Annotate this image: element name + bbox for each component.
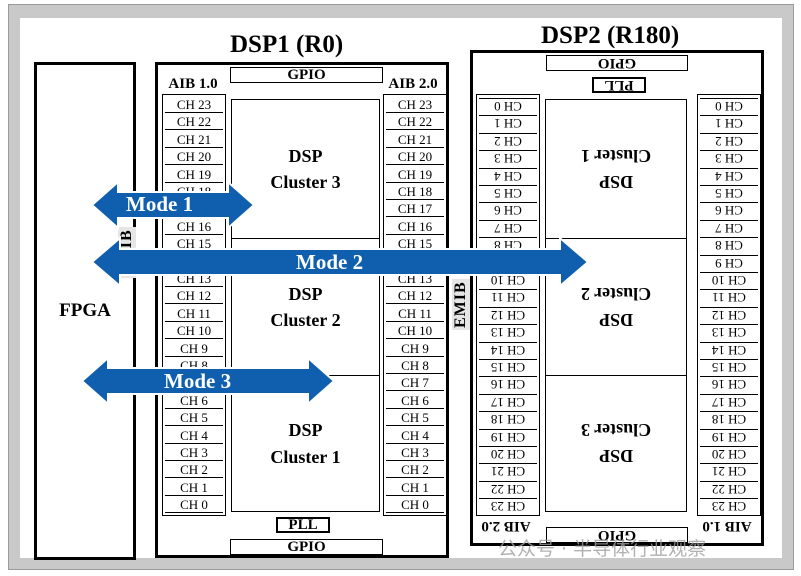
dsp1-gpio-top: GPIO xyxy=(230,67,383,83)
dsp1-aib-right-channel: CH 1 xyxy=(386,480,444,496)
dsp2-aib-left-column: CH 0CH 1CH 2CH 3CH 4CH 5CH 6CH 7CH 8CH 9… xyxy=(476,94,540,516)
dsp1-aib-right-channel: CH 17 xyxy=(386,202,444,218)
dsp1-aib-left-channel: CH 12 xyxy=(165,289,223,305)
dsp1-aib-right-channel: CH 2 xyxy=(386,463,444,479)
dsp1-cluster-1: DSP Cluster 1 xyxy=(231,375,380,512)
dsp1-aib-left-channel: CH 1 xyxy=(165,480,223,496)
dsp1-aib-left-channel: CH 20 xyxy=(165,150,223,166)
dsp1-title: DSP1 (R0) xyxy=(230,31,344,58)
dsp1-aib-right-channel: CH 0 xyxy=(386,498,444,514)
dsp1-aib-left-channel: CH 0 xyxy=(165,498,223,514)
dsp1-aib-right-channel: CH 22 xyxy=(386,115,444,131)
dsp1-aib-right-channel: CH 3 xyxy=(386,446,444,461)
dsp1-aib-right-channel: CH 9 xyxy=(386,341,444,357)
dsp1-aib-right-header: AIB 2.0 xyxy=(388,75,438,92)
dsp1-aib-left-channel: CH 4 xyxy=(165,428,223,444)
dsp1-aib-right-channel: CH 11 xyxy=(386,306,444,322)
dsp1-aib-left-channel: CH 10 xyxy=(165,324,223,340)
dsp1-aib-right-channel: CH 16 xyxy=(386,219,444,235)
dsp2-title: DSP2 (R180) xyxy=(541,22,680,49)
dsp1-aib-right-channel: CH 21 xyxy=(386,132,444,148)
dsp1-aib-right-channel: CH 23 xyxy=(386,98,444,113)
dsp1-aib-left-channel: CH 11 xyxy=(165,306,223,322)
dsp1-aib-left-header: AIB 1.0 xyxy=(168,75,218,92)
dsp2-cluster-3: DSP Cluster 3 xyxy=(545,375,687,512)
mode2-label: Mode 2 xyxy=(296,250,364,274)
dsp1-aib-right-channel: CH 12 xyxy=(386,289,444,305)
dsp1-pll: PLL xyxy=(276,517,330,533)
dsp1-aib-left-channel: CH 5 xyxy=(165,411,223,427)
dsp1-aib-right-channel: CH 8 xyxy=(386,359,444,374)
dsp1-aib-left-channel: CH 22 xyxy=(165,115,223,131)
dsp1-aib-right-channel: CH 10 xyxy=(386,324,444,340)
dsp1-aib-right-channel: CH 6 xyxy=(386,393,444,409)
dsp1-gpio-bottom: GPIO xyxy=(230,539,383,555)
fpga-block: FPGA xyxy=(34,62,136,560)
dsp1-aib-right-channel: CH 7 xyxy=(386,376,444,392)
dsp1-cluster-3-label: DSP Cluster 3 xyxy=(270,145,341,192)
mode3-label: Mode 3 xyxy=(164,369,232,393)
dsp1-aib-right-channel: CH 5 xyxy=(386,411,444,427)
dsp1-aib-right-channel: CH 19 xyxy=(386,167,444,183)
dsp1-cluster-3: DSP Cluster 3 xyxy=(231,99,380,239)
dsp1-aib-right-channel: CH 4 xyxy=(386,428,444,444)
dsp1-aib-left-channel: CH 3 xyxy=(165,446,223,461)
dsp1-aib-left-channel: CH 19 xyxy=(165,167,223,183)
dsp1-cluster-2-label: DSP Cluster 2 xyxy=(270,283,341,330)
mode1-label: Mode 1 xyxy=(126,192,194,216)
dsp1-aib-left-channel: CH 6 xyxy=(165,393,223,409)
dsp1-aib-left-channel: CH 23 xyxy=(165,98,223,113)
fpga-label: FPGA xyxy=(59,300,111,321)
mode2-arrow xyxy=(90,235,590,289)
dsp1-aib-right-channel: CH 18 xyxy=(386,185,444,200)
mode3-arrow xyxy=(80,355,336,407)
dsp1-aib-left-channel: CH 21 xyxy=(165,132,223,148)
dsp1-aib-left-channel: CH 2 xyxy=(165,463,223,479)
watermark-text: 公众号 · 半导体行业观察 xyxy=(498,538,707,560)
dsp1-cluster-1-label: DSP Cluster 1 xyxy=(270,420,341,467)
dsp1-aib-left-channel: CH 16 xyxy=(165,219,223,235)
mode1-arrow xyxy=(90,179,256,231)
dsp1-aib-left-channel: CH 9 xyxy=(165,341,223,357)
dsp1-aib-right-channel: CH 20 xyxy=(386,150,444,166)
